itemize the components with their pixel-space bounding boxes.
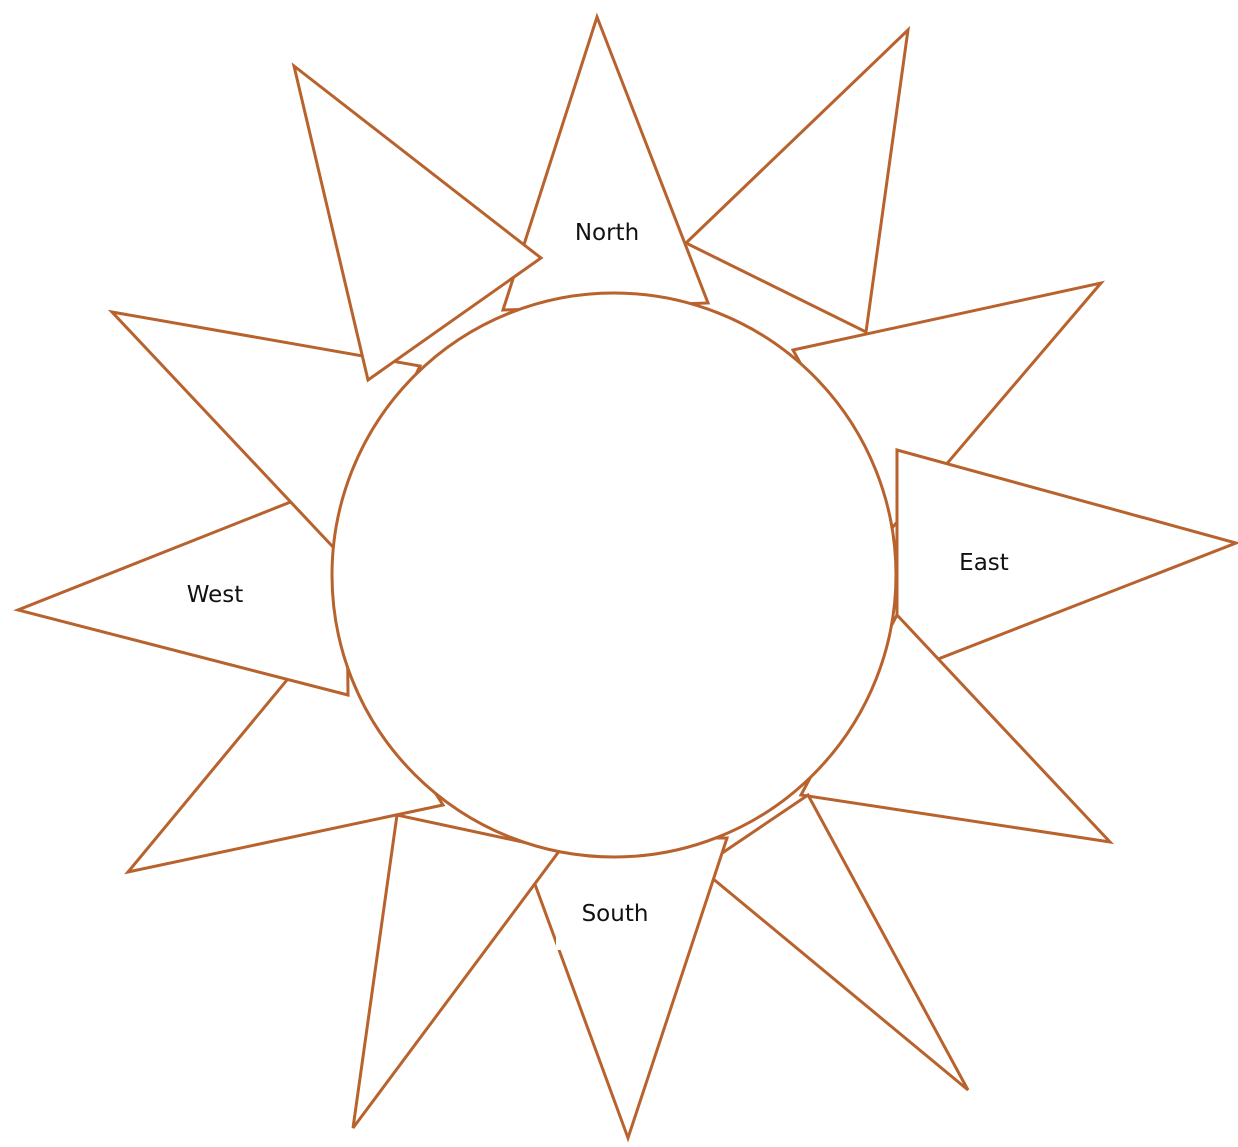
east-label: East bbox=[959, 550, 1009, 576]
west-label: West bbox=[187, 582, 244, 608]
ray-south-southeast bbox=[700, 795, 968, 1090]
south-label: South bbox=[582, 901, 649, 927]
ray-north-northeast bbox=[686, 30, 908, 332]
ray-south-southwest bbox=[353, 815, 560, 1128]
sun-disc bbox=[332, 293, 896, 857]
north-label: North bbox=[575, 220, 639, 246]
ray-north bbox=[503, 17, 708, 310]
